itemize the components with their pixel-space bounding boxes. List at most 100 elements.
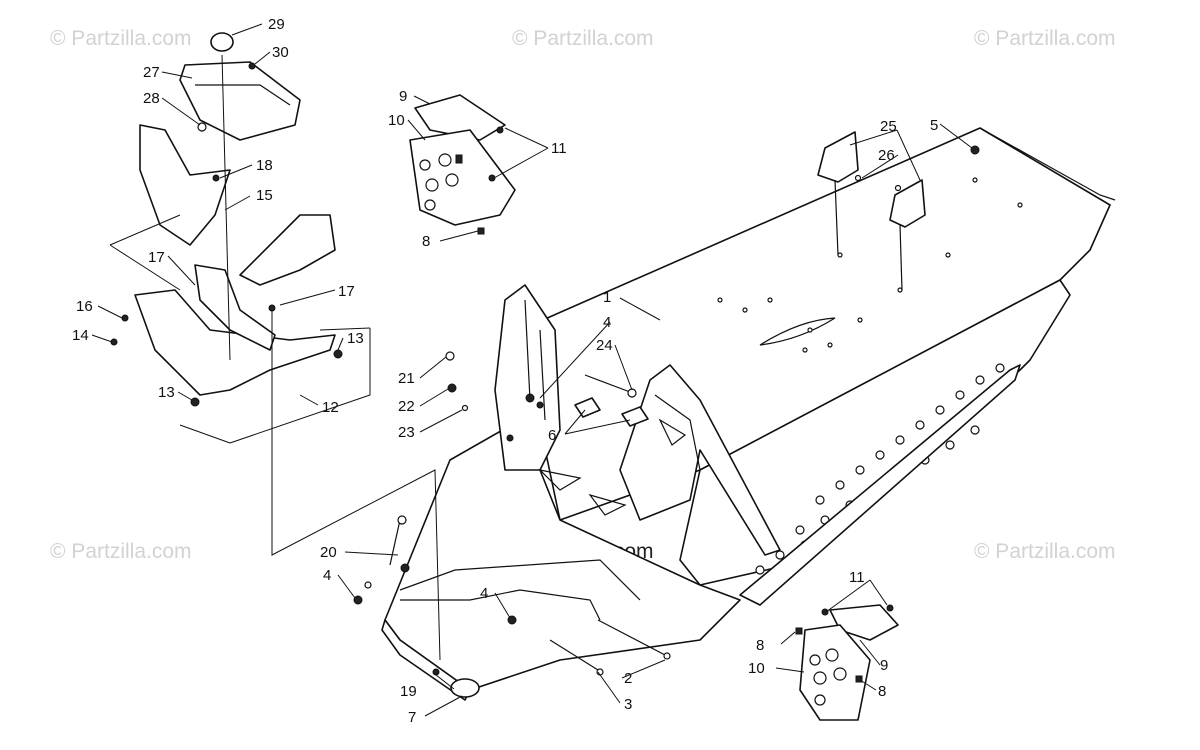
left-assembly [109,32,480,698]
nut-13b [190,397,200,407]
nut-4-tower [525,393,535,403]
callout-8-lower-a: 8 [756,637,764,654]
callout-28: 28 [143,90,160,107]
upper-bracket-assembly [409,94,516,235]
bolt-2-head [663,652,671,660]
lower-shield-hole-1 [809,654,821,666]
bushing-4-side [506,434,514,442]
bracket-25b-leader [899,224,903,291]
clip-8-lower-b [855,675,863,683]
bulkhead-cutout-3 [658,418,687,446]
callout-13-left: 13 [158,384,175,401]
steering-post-tower [494,284,561,471]
shield-hole-4 [445,173,459,187]
callout-11-lower: 11 [849,569,865,586]
callout-9-lower: 9 [880,657,888,674]
washer-4 [364,581,372,589]
callout-7: 7 [408,709,416,726]
callout-22: 22 [398,398,415,415]
bound-line-5 [229,328,371,444]
callout-14: 14 [72,327,89,344]
connector-29 [221,54,231,361]
clip-8-upper [477,227,485,235]
chassis-tunnel [381,127,1116,701]
shield-hole-2 [438,153,452,167]
bulkhead-cutout-2 [588,493,627,516]
bolt-5 [970,145,980,155]
a-frame [619,364,781,556]
bolt-3 [549,639,599,671]
callout-15: 15 [256,187,273,204]
deck-holes [717,177,1023,353]
rivet-26b [894,184,902,192]
bound-line-3 [179,424,231,444]
plug-7 [450,678,480,698]
side-rail [739,364,1021,606]
washer-22 [447,383,457,393]
screw-11-lower-b [886,604,894,612]
callout-29: 29 [268,16,285,33]
watermark-mid-left: © Partzilla.com [50,540,192,563]
screw-18 [212,174,220,182]
deck-slot [759,317,836,346]
bulkhead-floor-edge-2 [400,589,601,621]
callout-23: 23 [398,424,415,441]
bracket-9-upper [414,94,506,141]
shield-hole-5 [424,199,436,211]
bolt-24-head [627,388,637,398]
screw-11-upper-a [496,126,504,134]
callout-19: 19 [400,683,417,700]
callout-10-upper: 10 [388,112,405,129]
bolt-24 [584,374,631,393]
bulkhead-front-lip [381,619,471,701]
watermark-top-center: © Partzilla.com [512,27,654,50]
shield-hole-3 [425,178,439,192]
clip-8-lower-a [795,627,803,635]
bracket-25a [817,131,859,183]
callout-24: 24 [596,337,613,354]
callout-6: 6 [548,427,556,444]
callout-13-right: 13 [347,330,364,347]
callout-26: 26 [878,147,895,164]
tunnel-rear-edge [979,127,1116,201]
steering-bracket-15 [139,124,231,246]
bracket-25a-leader [834,179,839,256]
nut-4-front [400,563,410,573]
screw-11-lower-a [821,608,829,616]
cap-29 [210,32,234,52]
cover-27-edge [195,84,291,106]
clip-8-upper-b [455,154,463,164]
washer-23 [461,404,469,412]
callout-4-left: 4 [323,567,331,584]
callout-17-right: 17 [338,283,355,300]
callout-30: 30 [272,44,289,61]
callout-25: 25 [880,118,897,135]
heat-shield-10-upper [409,129,516,226]
bolt-21 [445,351,455,361]
leader-lines [91,23,973,717]
nut-13a [333,349,343,359]
callout-9-upper: 9 [399,88,407,105]
callout-labels: 29 30 27 28 18 15 17 17 16 14 13 13 12 9… [72,16,938,726]
bound-line-4 [319,327,371,331]
bolt-2 [597,619,666,656]
pad-6a [574,397,601,418]
lower-shield-hole-5 [814,694,826,706]
shield-hole-1 [419,159,431,171]
lower-shield-hole-3 [813,671,827,685]
watermark-top-left: © Partzilla.com [50,27,192,50]
cover-27 [179,61,301,141]
lower-shield-hole-4 [833,667,847,681]
callout-10-lower: 10 [748,660,765,677]
callout-11-upper: 11 [551,140,567,157]
callout-27: 27 [143,64,160,81]
callout-2: 2 [624,670,632,687]
bolt-20 [389,519,401,566]
callout-20: 20 [320,544,337,561]
nut-4-tower-b [536,401,544,409]
connector-17 [271,310,441,661]
callout-18: 18 [256,157,273,174]
callout-3: 3 [624,696,632,713]
